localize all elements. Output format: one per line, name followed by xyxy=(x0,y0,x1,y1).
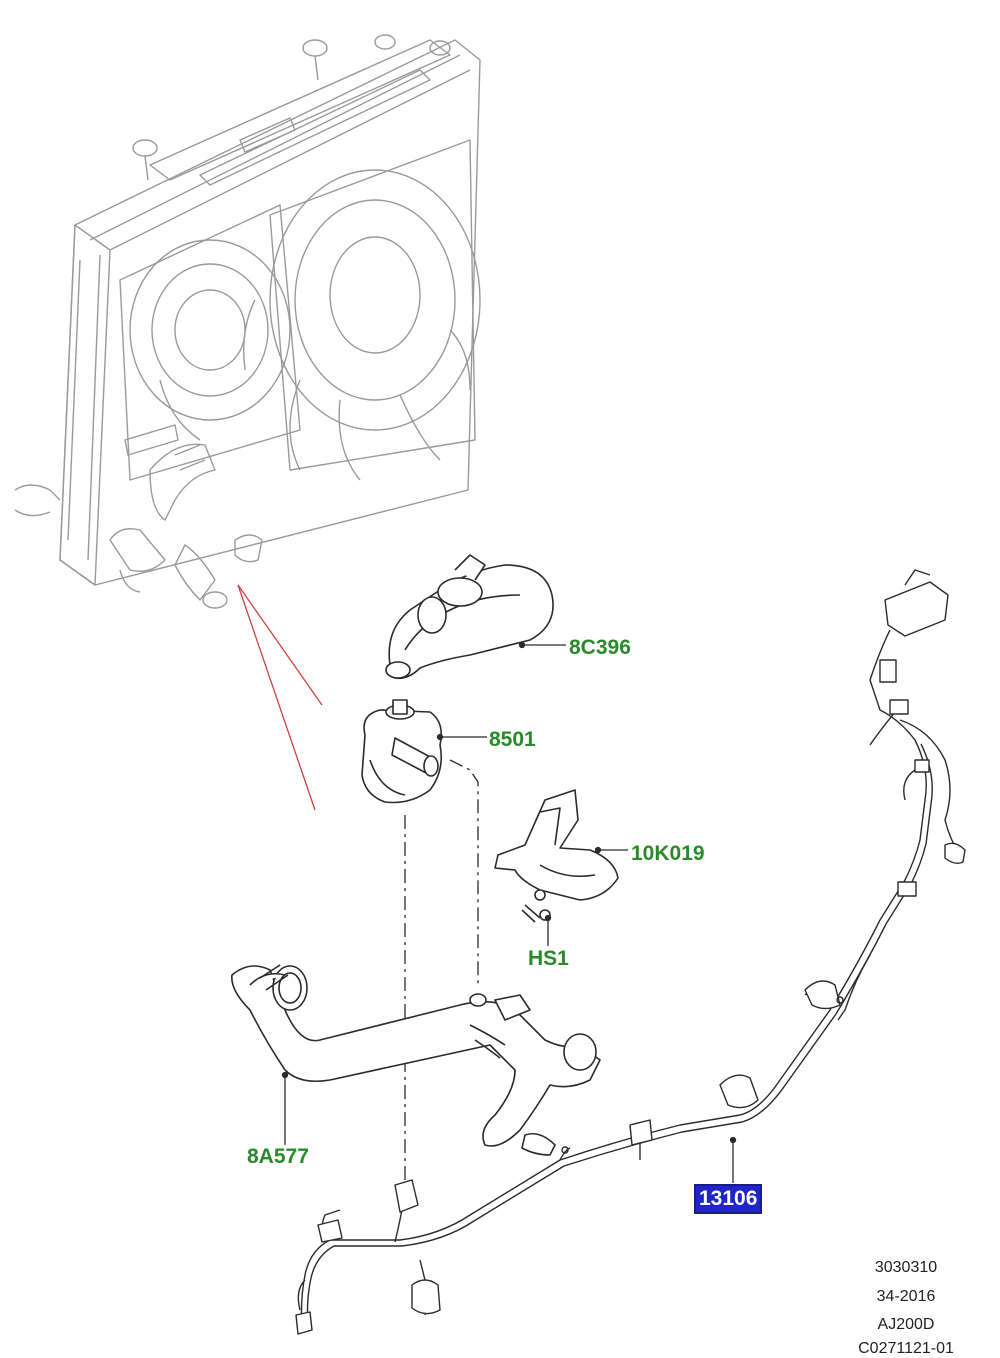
callout-pump-bracket[interactable]: 10K019 xyxy=(631,842,705,865)
pump-bracket xyxy=(494,789,619,923)
assembly-lines xyxy=(404,759,479,1180)
reference-line-3: AJ200D xyxy=(877,1316,935,1333)
callout-bolt[interactable]: HS1 xyxy=(528,947,569,970)
callout-wiring-harness-selected[interactable]: 13106 xyxy=(694,1184,763,1214)
reference-line-1: 3030310 xyxy=(874,1259,938,1276)
location-leader-lines xyxy=(237,584,323,811)
wiring-harness xyxy=(295,569,966,1335)
auxiliary-water-pump xyxy=(361,699,443,804)
radiator-fan-assembly xyxy=(14,34,481,609)
upper-coolant-hose xyxy=(385,554,554,680)
lower-coolant-hose xyxy=(231,964,601,1156)
reference-line-2: 34-2016 xyxy=(876,1288,936,1305)
callout-leaders xyxy=(281,641,737,1183)
callout-lower-hose[interactable]: 8A577 xyxy=(247,1145,309,1168)
callout-upper-hose[interactable]: 8C396 xyxy=(569,636,631,659)
callout-water-pump[interactable]: 8501 xyxy=(489,728,536,751)
reference-line-4: C0271121-01 xyxy=(858,1340,954,1357)
